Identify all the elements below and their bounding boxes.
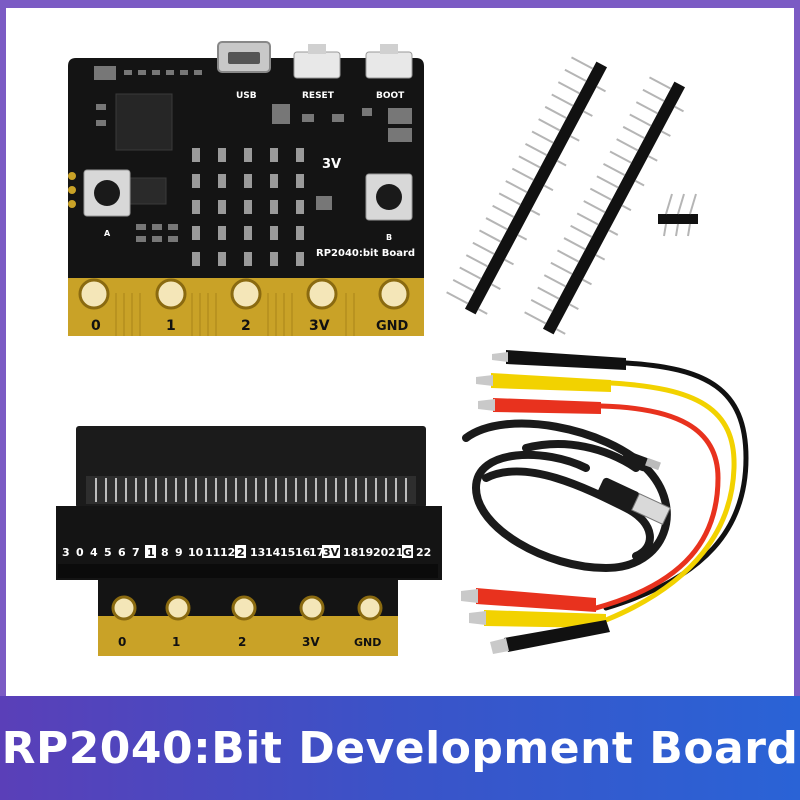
alligator-clips-bottom bbox=[461, 588, 610, 654]
svg-text:21: 21 bbox=[388, 546, 403, 559]
svg-text:0: 0 bbox=[76, 546, 84, 559]
svg-text:13: 13 bbox=[250, 546, 265, 559]
board-pad-3v-label: 3V bbox=[309, 318, 330, 334]
breakout-pad-holes bbox=[111, 595, 383, 621]
svg-text:22: 22 bbox=[416, 546, 431, 559]
product-title-banner: RP2040:Bit Development Board bbox=[0, 696, 800, 800]
board-pad-gnd-label: GND bbox=[376, 319, 409, 334]
alligator-clip-wires bbox=[593, 360, 749, 623]
svg-text:2: 2 bbox=[237, 546, 245, 559]
product-photo: 0 1 2 3V GND USB RESET BOOT bbox=[56, 41, 749, 656]
board-pad-holes bbox=[78, 278, 410, 310]
svg-text:12: 12 bbox=[220, 546, 235, 559]
button-a-silk-label: A bbox=[104, 229, 111, 238]
svg-text:16: 16 bbox=[295, 546, 311, 559]
svg-text:17: 17 bbox=[309, 546, 324, 559]
breakout-pad-0-label: 0 bbox=[118, 635, 126, 649]
pin-header-long-1 bbox=[446, 56, 608, 315]
led-matrix bbox=[192, 148, 304, 266]
svg-text:8: 8 bbox=[161, 546, 169, 559]
svg-text:14: 14 bbox=[265, 546, 281, 559]
product-title: RP2040:Bit Development Board bbox=[1, 722, 799, 774]
breakout-pad-gnd-label: GND bbox=[354, 636, 381, 649]
breakout-edge-connector bbox=[98, 616, 398, 656]
mcu-chip bbox=[115, 93, 173, 151]
svg-text:1: 1 bbox=[147, 546, 155, 559]
svg-text:20: 20 bbox=[373, 546, 389, 559]
svg-text:15: 15 bbox=[280, 546, 295, 559]
board-pad-1-label: 1 bbox=[166, 318, 176, 334]
boot-silk-label: BOOT bbox=[376, 91, 405, 101]
breakout-pin-numbers: 3 0 4 5 6 7 1 8 9 10 11 12 2 13 14 15 16… bbox=[62, 545, 431, 559]
pin-header-short bbox=[658, 193, 698, 237]
svg-text:9: 9 bbox=[175, 546, 183, 559]
svg-text:3: 3 bbox=[62, 546, 70, 559]
reset-silk-label: RESET bbox=[302, 91, 335, 101]
breakout-pad-2-label: 2 bbox=[238, 635, 246, 649]
svg-text:11: 11 bbox=[205, 546, 220, 559]
svg-text:3V: 3V bbox=[323, 546, 340, 559]
svg-text:G: G bbox=[403, 546, 412, 559]
mini-usb-plug-icon bbox=[621, 450, 661, 472]
rp2040-bit-board: 0 1 2 3V GND USB RESET BOOT bbox=[68, 41, 424, 336]
svg-text:10: 10 bbox=[188, 546, 204, 559]
pin-header-long-2 bbox=[524, 76, 686, 335]
boot-switch bbox=[365, 51, 413, 79]
frame-border-left bbox=[0, 0, 6, 800]
frame-border-right bbox=[794, 0, 800, 800]
board-pad-2-label: 2 bbox=[241, 318, 251, 334]
svg-text:7: 7 bbox=[132, 546, 140, 559]
svg-text:6: 6 bbox=[118, 546, 126, 559]
alligator-clips-top bbox=[476, 350, 626, 414]
reset-switch bbox=[293, 51, 341, 79]
breakout-board: 3 0 4 5 6 7 1 8 9 10 11 12 2 13 14 15 16… bbox=[56, 426, 442, 656]
board-3v-silk: 3V bbox=[322, 157, 341, 172]
board-name-silk: RP2040:bit Board bbox=[316, 248, 415, 259]
breakout-pad-1-label: 1 bbox=[172, 635, 180, 649]
board-pad-0-label: 0 bbox=[91, 318, 101, 334]
usb-silk-label: USB bbox=[236, 91, 257, 101]
svg-text:18: 18 bbox=[343, 546, 358, 559]
svg-text:5: 5 bbox=[104, 546, 112, 559]
svg-text:19: 19 bbox=[358, 546, 373, 559]
frame-border-top bbox=[0, 0, 800, 8]
svg-text:4: 4 bbox=[90, 546, 98, 559]
button-b-silk-label: B bbox=[386, 233, 392, 242]
breakout-pad-3v-label: 3V bbox=[302, 635, 320, 649]
usb-plug-icon bbox=[596, 477, 671, 526]
